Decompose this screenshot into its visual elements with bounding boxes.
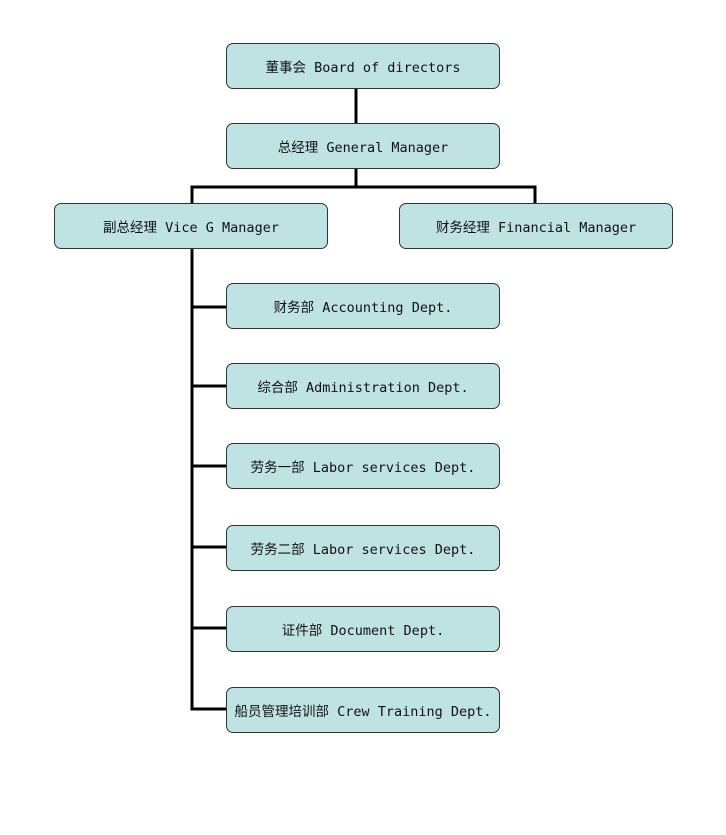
node-administration-dept: 综合部 Administration Dept. [226, 363, 500, 409]
node-label: 综合部 Administration Dept. [257, 380, 469, 396]
node-label: 财务经理 Financial Manager [435, 220, 637, 236]
node-labor-services-dept-2: 劳务二部 Labor services Dept. [226, 525, 500, 571]
node-label: 董事会 Board of directors [265, 60, 461, 76]
node-label: 财务部 Accounting Dept. [273, 300, 453, 316]
node-label: 劳务一部 Labor services Dept. [250, 460, 476, 476]
node-board-of-directors: 董事会 Board of directors [226, 43, 500, 89]
node-label: 船员管理培训部 Crew Training Dept. [234, 704, 492, 720]
node-label: 劳务二部 Labor services Dept. [250, 542, 476, 558]
node-crew-training-dept: 船员管理培训部 Crew Training Dept. [226, 687, 500, 733]
node-financial-manager: 财务经理 Financial Manager [399, 203, 673, 249]
node-accounting-dept: 财务部 Accounting Dept. [226, 283, 500, 329]
node-label: 总经理 General Manager [277, 140, 449, 156]
node-document-dept: 证件部 Document Dept. [226, 606, 500, 652]
node-label: 证件部 Document Dept. [281, 623, 445, 639]
node-labor-services-dept-1: 劳务一部 Labor services Dept. [226, 443, 500, 489]
node-vice-general-manager: 副总经理 Vice G Manager [54, 203, 328, 249]
node-general-manager: 总经理 General Manager [226, 123, 500, 169]
node-label: 副总经理 Vice G Manager [103, 220, 279, 236]
